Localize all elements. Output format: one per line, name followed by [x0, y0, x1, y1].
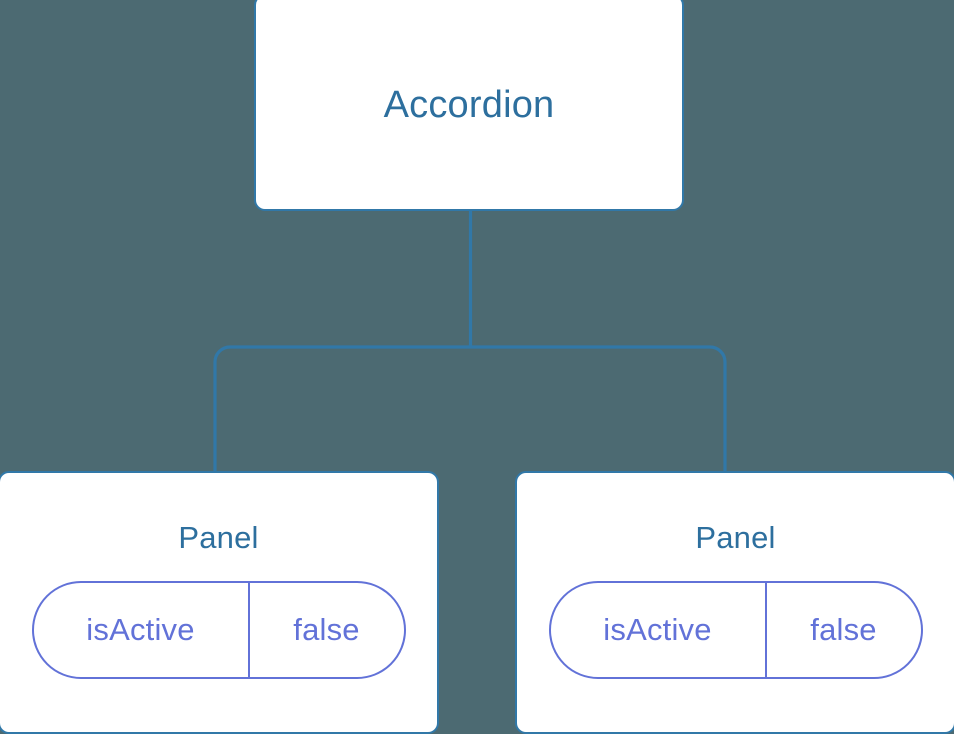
node-accordion[interactable]: Accordion: [254, 0, 684, 211]
node-title-panel: Panel: [178, 520, 259, 555]
state-pill-key: isActive: [603, 612, 712, 647]
state-pill-value: false: [247, 583, 404, 677]
node-title-panel: Panel: [695, 520, 776, 555]
edge-branch-right: [470, 345, 727, 478]
state-pill-key: isActive: [86, 612, 195, 647]
node-title-accordion: Accordion: [383, 83, 555, 126]
state-pill-value: false: [764, 583, 921, 677]
node-panel-left[interactable]: Panel isActive false: [0, 471, 439, 734]
state-pill-isactive[interactable]: isActive false: [31, 581, 406, 679]
node-panel-right[interactable]: Panel isActive false: [515, 471, 954, 734]
state-pill-isactive[interactable]: isActive false: [548, 581, 923, 679]
edge-branch-left: [213, 345, 471, 478]
